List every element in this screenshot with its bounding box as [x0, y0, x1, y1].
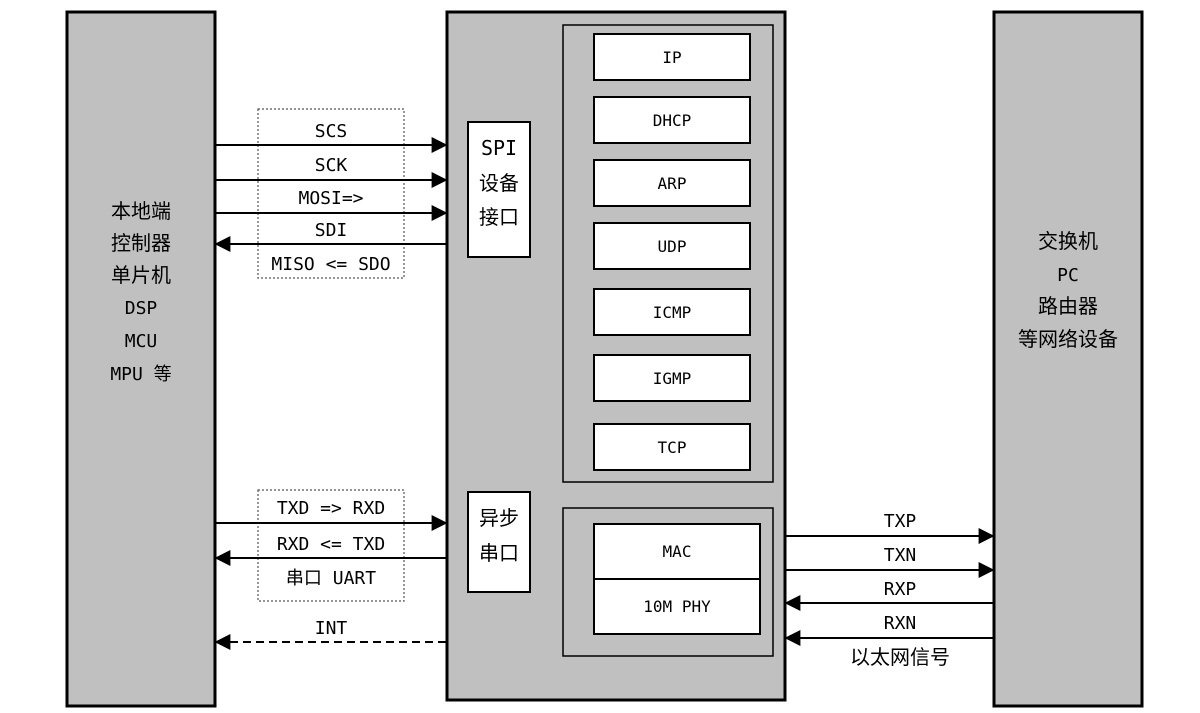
protocol-label-arp: ARP — [658, 174, 687, 193]
protocol-box-tcp — [593, 423, 751, 471]
protocol-label-igmp: IGMP — [653, 369, 692, 388]
rxd-signal-label: RXD <= TXD — [277, 534, 385, 555]
uart-interface-box — [467, 491, 531, 593]
miso-signal-label: MISO <= SDO — [271, 254, 390, 275]
phy-label: 10M PHY — [643, 597, 711, 616]
protocol-box-igmp — [593, 354, 751, 402]
local-controller-box — [65, 10, 217, 708]
local-controller-block: 本地端 控制器 单片机 DSP MCU MPU 等 — [65, 10, 217, 708]
phy-box — [593, 578, 761, 635]
int-signal-group: INT — [214, 618, 446, 650]
spi-signal-frame — [257, 108, 405, 279]
protocol-stack: IP DHCP ARP UDP ICMP IGMP TCP — [593, 33, 751, 471]
int-signal-label: INT — [315, 618, 348, 639]
rxn-signal-label: RXN — [884, 613, 917, 634]
network-device-line-4: 等网络设备 — [1018, 327, 1118, 351]
spi-interface-box — [467, 121, 531, 258]
uart-signal-group: TXD => RXD RXD <= TXD 串口 UART — [214, 489, 448, 602]
txn-signal-label: TXN — [884, 545, 917, 566]
protocol-box-icmp — [593, 288, 751, 336]
txd-signal-label: TXD => RXD — [277, 498, 385, 519]
spi-interface-line-1: SPI — [481, 136, 517, 160]
uart-caption: 串口 UART — [286, 568, 376, 589]
uart-interface-line-1: 异步 — [479, 506, 519, 530]
protocol-box-udp — [593, 222, 751, 270]
ethernet-signal-group: TXP TXN RXP RXN 以太网信号 — [784, 511, 995, 669]
protocol-label-tcp: TCP — [658, 438, 687, 457]
network-device-line-1: 交换机 — [1038, 229, 1098, 253]
spi-interface-line-2: 设备 — [479, 171, 519, 195]
spi-signal-group: SCS SCK MOSI=> SDI MISO <= SDO — [214, 108, 448, 279]
txp-signal-label: TXP — [884, 511, 917, 532]
local-controller-line-1: 本地端 — [111, 199, 171, 223]
ethernet-chip-block: SPI 设备 接口 异步 串口 IP DHCP ARP UDP ICMP IGM… — [445, 10, 787, 702]
scs-signal-label: SCS — [315, 121, 348, 142]
protocol-label-dhcp: DHCP — [653, 111, 692, 130]
mosi-signal-label: MOSI=> — [298, 188, 363, 209]
protocol-box-dhcp — [593, 96, 751, 144]
local-controller-line-4: DSP — [125, 298, 158, 319]
spi-interface-line-3: 接口 — [479, 205, 519, 229]
rxp-signal-label: RXP — [884, 579, 917, 600]
network-device-line-2: PC — [1057, 265, 1079, 286]
sdi-signal-label: SDI — [315, 220, 348, 241]
protocol-box-arp — [593, 159, 751, 207]
network-device-box — [992, 10, 1144, 708]
local-controller-line-3: 单片机 — [111, 263, 171, 287]
protocol-label-icmp: ICMP — [653, 303, 692, 322]
sck-signal-label: SCK — [315, 155, 348, 176]
network-device-line-3: 路由器 — [1038, 294, 1098, 318]
uart-signal-frame — [257, 489, 405, 602]
network-device-block: 交换机 PC 路由器 等网络设备 — [992, 10, 1144, 708]
local-controller-line-6: MPU 等 — [110, 364, 171, 385]
mac-label: MAC — [663, 542, 692, 561]
protocol-label-ip: IP — [662, 48, 681, 67]
ethernet-caption: 以太网信号 — [850, 645, 950, 669]
uart-interface-line-2: 串口 — [479, 541, 519, 565]
local-controller-line-5: MCU — [125, 331, 158, 352]
protocol-box-ip — [593, 33, 751, 81]
protocol-label-udp: UDP — [658, 237, 687, 256]
mac-box — [593, 523, 761, 580]
local-controller-line-2: 控制器 — [111, 231, 171, 255]
